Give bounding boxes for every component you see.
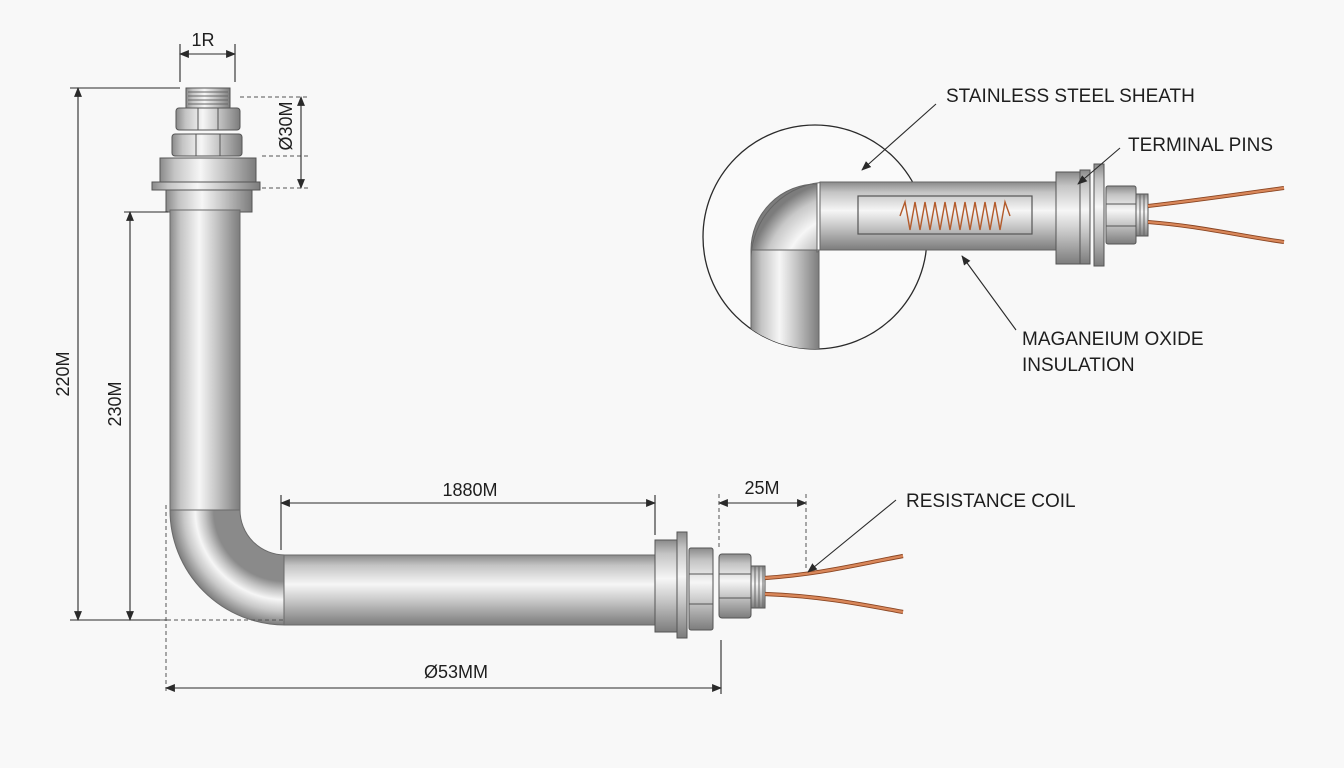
main-heater [151,87,904,639]
dim-1880m: 1880M [442,480,497,500]
vertical-tube [169,209,241,511]
tube-bend [169,509,286,626]
horizontal-tube [283,554,661,626]
detail-wires [1147,186,1285,244]
end-thread [750,565,766,609]
leaders [807,103,1121,573]
detail-nut [1105,185,1149,245]
dim-53mm: Ø53MM [424,662,488,682]
label-resistance-coil: RESISTANCE COIL [906,491,1076,512]
detail-coil [899,199,1011,231]
lead-wires [764,553,904,615]
dimension-lines [70,44,807,694]
top-thread [185,87,231,111]
label-insulation-line1: MAGANEIUM OXIDE [1022,329,1204,350]
detail-cutaway [857,195,1033,235]
detail-sheath [819,181,1059,251]
detail-flange [1055,163,1105,267]
top-lower-nut [171,133,243,157]
dim-30m: Ø30M [276,101,296,150]
top-flange [151,157,261,213]
label-terminal-pins: TERMINAL PINS [1128,135,1273,156]
dim-1r: 1R [191,30,214,50]
dim-230m: 230M [105,381,125,426]
callout-labels: STAINLESS STEEL SHEATH TERMINAL PINS MAG… [906,86,1273,512]
dimension-labels: 1R Ø30M 220M 230M 1880M 25M Ø53MM [53,30,780,682]
detail-view [702,124,1285,350]
end-nut-2 [718,553,752,619]
label-insulation-line2: INSULATION [1022,355,1135,376]
dim-25m: 25M [744,478,779,498]
end-flange [654,531,688,639]
dim-220m: 220M [53,351,73,396]
end-nut-1 [688,547,714,631]
label-stainless-steel-sheath: STAINLESS STEEL SHEATH [946,86,1195,107]
top-upper-nut [175,107,241,131]
